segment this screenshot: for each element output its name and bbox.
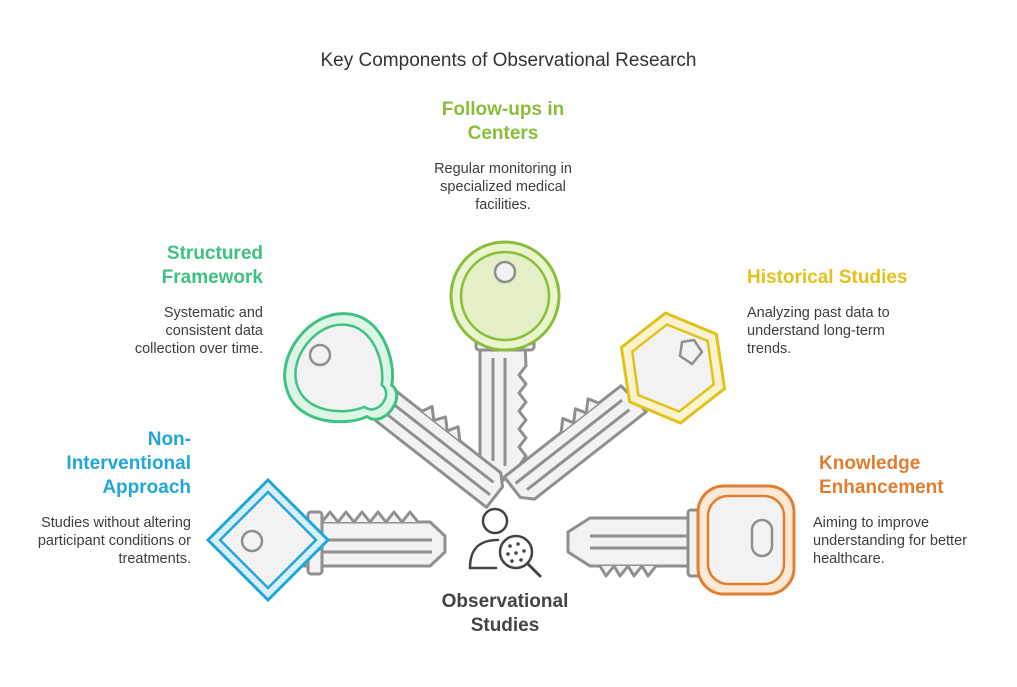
historical-title: Historical Studies [747,267,908,288]
key-follow-ups [449,240,561,486]
key-structured [283,312,505,509]
knowledge-title: Knowledge Enhancement [819,453,944,498]
structured-title: Structured Framework [161,243,263,288]
key-knowledge [566,484,796,596]
structured-description: Systematic and consistent data collectio… [134,305,263,357]
follow-ups-title: Follow-ups in Centers [441,99,565,144]
diagram-title: Key Components of Observational Research [320,50,697,71]
center-label: Observational Studies [441,591,569,636]
non-interventional-title: Non-Interventional Approach [66,429,191,498]
knowledge-description: Aiming to improve understanding for bett… [813,515,967,567]
historical-description: Analyzing past data to understand long-t… [747,305,890,357]
non-interventional-description: Studies without altering participant con… [37,515,191,567]
researcher-magnifier-icon [468,507,542,578]
key-non-interventional [205,477,447,603]
key-historical [502,311,727,501]
follow-ups-description: Regular monitoring in specialized medica… [434,161,572,213]
